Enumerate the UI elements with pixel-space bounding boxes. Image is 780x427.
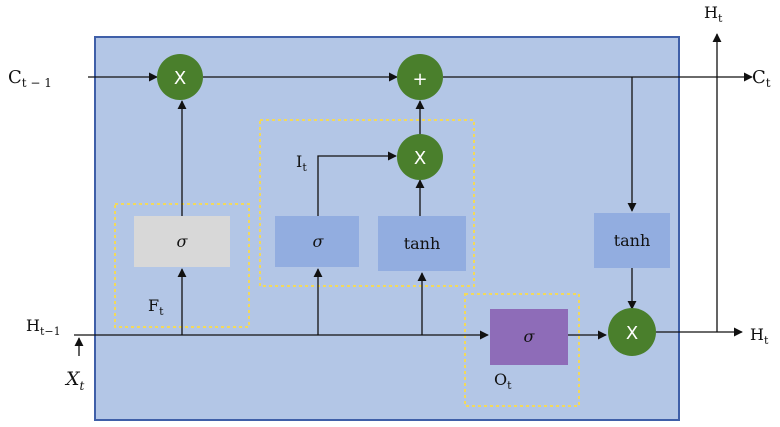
output-gate-group bbox=[464, 293, 580, 407]
add-symbol: + bbox=[412, 69, 427, 90]
input-gate-group bbox=[259, 119, 475, 287]
c-prev-label: Ct − 1 bbox=[8, 67, 52, 90]
forget-sigma-box bbox=[134, 216, 230, 267]
forget-gate-label: Ft bbox=[148, 296, 164, 318]
output-sigma-text: σ bbox=[524, 327, 536, 346]
input-sigma-to-mult-line bbox=[317, 151, 397, 216]
forget-multiply-symbol: X bbox=[174, 68, 186, 89]
input-multiply-symbol: X bbox=[414, 148, 426, 169]
input-tanh-box bbox=[378, 216, 466, 271]
input-multiply-op bbox=[397, 134, 443, 180]
forget-multiply-op bbox=[157, 54, 203, 100]
output-multiply-symbol: X bbox=[626, 323, 638, 344]
add-op bbox=[397, 54, 443, 100]
output-gate-label: Ot bbox=[494, 370, 512, 392]
cell-tanh-text: tanh bbox=[614, 231, 651, 250]
input-sigma-text: σ bbox=[313, 232, 325, 251]
c-next-label: Ct bbox=[752, 67, 771, 90]
h-out-top-label: Ht bbox=[704, 3, 723, 25]
input-tanh-text: tanh bbox=[404, 234, 441, 253]
forget-sigma-text: σ bbox=[177, 232, 189, 251]
h-prev-label: Ht−1 bbox=[26, 316, 61, 338]
x-in-label: Xt bbox=[64, 368, 85, 393]
output-sigma-box bbox=[490, 309, 568, 365]
input-sigma-box bbox=[275, 216, 359, 267]
cell-tanh-box bbox=[594, 213, 670, 268]
h-out-right-label: Ht bbox=[750, 325, 769, 347]
output-multiply-op bbox=[608, 308, 656, 356]
input-gate-label: It bbox=[296, 152, 307, 174]
